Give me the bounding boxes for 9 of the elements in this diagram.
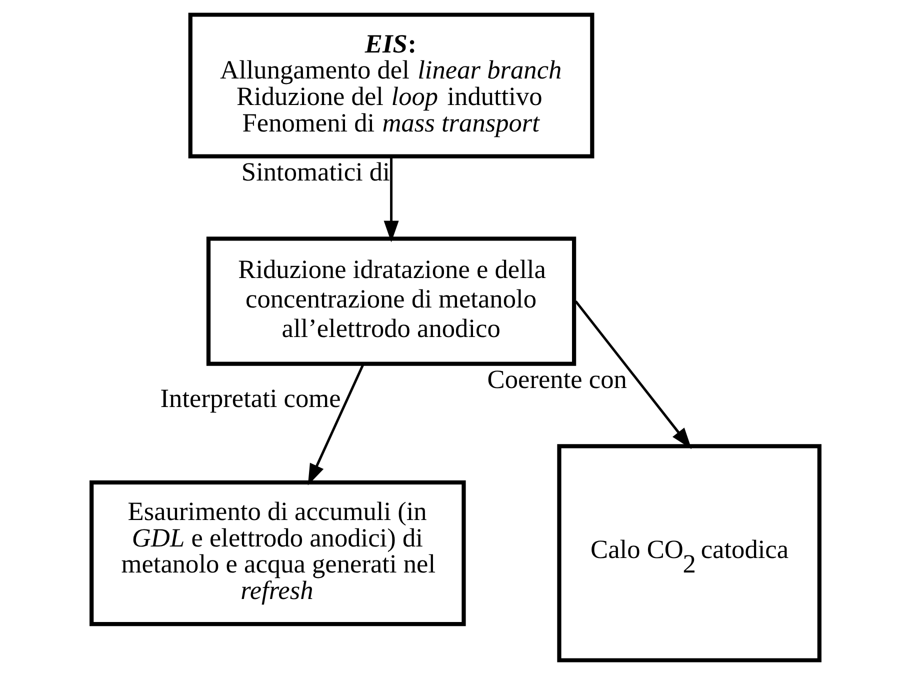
edge-label: Sintomatici di [240,158,390,187]
arrow [307,364,364,486]
arrow [383,156,398,242]
node-box: EIS: Allungamento del linear branch Riduzione del loop induttivo Fenomeni di mass transport [188,12,594,158]
arrow [574,300,692,450]
node-box: Esaurimento di accumuli (in GDL e elettrodo anodici) di metanolo e acqua generati nel refresh [89,480,466,626]
edge-label: Interpretati come [160,384,340,414]
edge-label: Coerente con [486,365,626,394]
node-box: Riduzione idratazione e della concentrazione di metanolo all’elettrodo anodico [206,236,576,366]
